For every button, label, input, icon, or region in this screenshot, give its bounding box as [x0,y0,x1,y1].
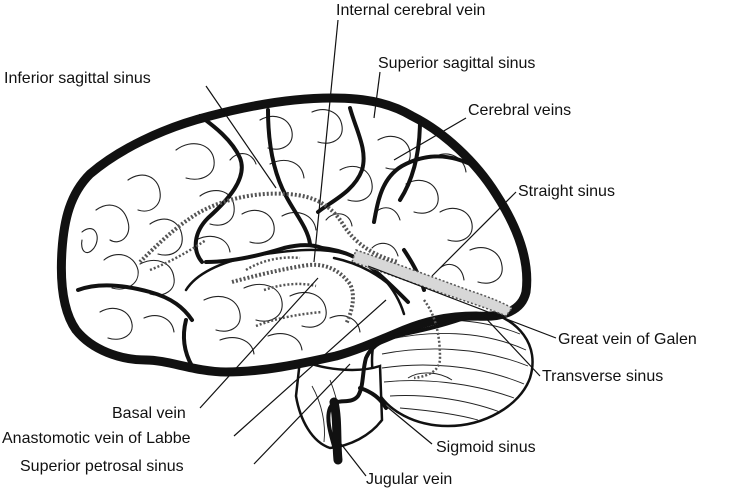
great-vein-path [332,256,398,292]
label-anastomotic-vein-of-labbe: Anastomotic vein of Labbe [2,430,191,447]
label-jugular-vein: Jugular vein [366,471,452,488]
leader-lines [199,19,557,477]
transverse-sigmoid-sinus [326,314,472,465]
label-straight-sinus: Straight sinus [518,183,615,200]
deep-veins [138,191,442,380]
cortical-gyri [81,109,503,355]
label-superior-sagittal-sinus: Superior sagittal sinus [378,55,535,72]
label-superior-petrosal-sinus: Superior petrosal sinus [20,458,184,475]
label-sigmoid-sinus: Sigmoid sinus [436,439,536,456]
label-inferior-sagittal-sinus: Inferior sagittal sinus [4,70,151,87]
label-transverse-sinus: Transverse sinus [542,368,663,385]
label-cerebral-veins: Cerebral veins [468,102,571,119]
label-great-vein-of-galen: Great vein of Galen [558,331,697,348]
label-internal-cerebral-vein: Internal cerebral vein [336,2,485,19]
label-basal-vein: Basal vein [112,405,186,422]
